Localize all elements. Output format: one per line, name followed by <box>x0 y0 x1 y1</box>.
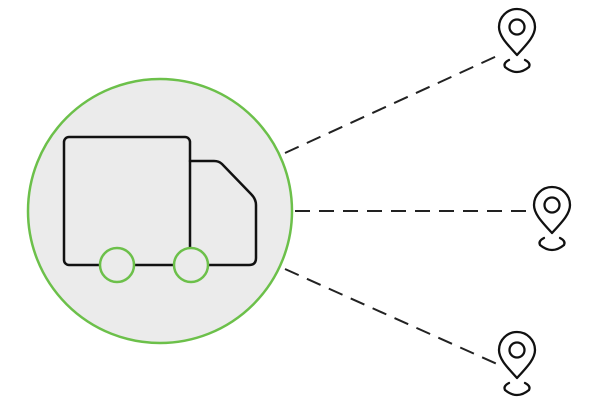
route-connector-top <box>284 55 498 154</box>
location-pin-icon <box>497 7 537 74</box>
truck-wheel-rear <box>98 246 136 284</box>
destination-pins <box>497 7 572 397</box>
location-pin-icon <box>532 185 572 252</box>
hub-circle <box>26 77 294 345</box>
truck-cab <box>188 159 258 267</box>
location-pin-icon <box>497 330 537 397</box>
truck-wheel-front <box>172 246 210 284</box>
truck-wheels <box>98 246 210 284</box>
route-connectors <box>284 55 527 365</box>
route-connector-bottom <box>284 268 498 365</box>
hub <box>26 77 294 345</box>
